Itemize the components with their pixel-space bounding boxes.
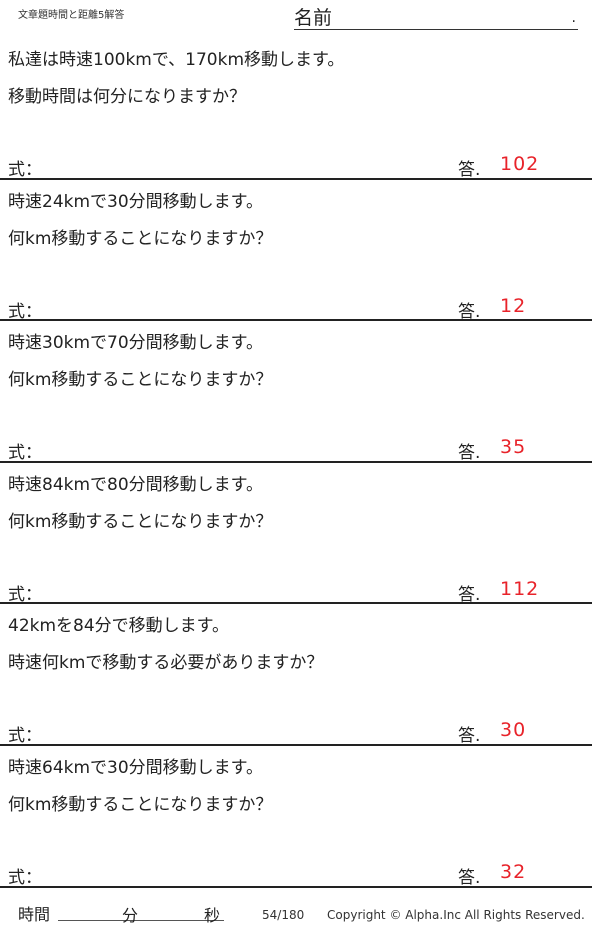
answer-label: 答. (458, 726, 481, 747)
question-line-2: 何km移動することになりますか？ (8, 795, 273, 815)
question-line-2: 時速何kmで移動する必要がありますか？ (8, 653, 324, 674)
problem-4: 時速84kmで80分間移動します。 何km移動することになりますか？ 式： 答.… (0, 463, 592, 605)
formula-label: 式： (8, 160, 42, 180)
answer-label: 答. (458, 868, 481, 888)
name-label: 名前 (294, 7, 333, 29)
question-line-2: 何km移動することになりますか？ (8, 511, 273, 532)
problem-3: 時速30kmで70分間移動します。 何km移動することになりますか？ 式： 答.… (0, 321, 592, 463)
question-line-1: 私達は時速100kmで、170km移動します。 (8, 50, 345, 70)
answer-value: 35 (500, 436, 527, 459)
answer-label: 答. (458, 443, 481, 464)
answer-value: 32 (500, 861, 527, 883)
formula-label: 式： (8, 726, 42, 747)
problem-5: 42kmを84分で移動します。 時速何kmで移動する必要がありますか？ 式： 答… (0, 604, 592, 746)
name-field[interactable]: 名前. (294, 6, 578, 30)
copyright: Copyright © Alpha.Inc All Rights Reserve… (327, 908, 585, 922)
minutes-label: 分 (122, 906, 139, 925)
time-field-line[interactable] (58, 920, 224, 921)
seconds-label: 秒 (204, 906, 221, 925)
question-line-1: 時速30kmで70分間移動します。 (8, 333, 263, 354)
problem-1: 私達は時速100kmで、170km移動します。 移動時間は何分になりますか？ 式… (0, 38, 592, 180)
answer-value: 12 (500, 294, 527, 317)
name-dot: . (571, 10, 576, 26)
question-line-2: 移動時間は何分になりますか？ (8, 87, 246, 107)
time-label: 時間 (18, 905, 51, 924)
question-line-1: 時速84kmで80分間移動します。 (8, 474, 263, 495)
formula-label: 式： (8, 301, 42, 322)
question-line-2: 何km移動することになりますか？ (8, 228, 273, 249)
worksheet-title: 文章題時間と距離5解答 (18, 10, 125, 21)
formula-label: 式： (8, 443, 42, 464)
answer-label: 答. (458, 301, 481, 322)
answer-value: 30 (500, 719, 527, 742)
question-line-1: 42kmを84分で移動します。 (8, 616, 229, 637)
formula-label: 式： (8, 868, 42, 888)
answer-value: 112 (500, 577, 540, 600)
answer-value: 102 (500, 153, 540, 175)
answer-label: 答. (458, 584, 481, 605)
question-line-2: 何km移動することになりますか？ (8, 370, 273, 391)
page-number: 54/180 (262, 908, 305, 922)
question-line-1: 時速64kmで30分間移動します。 (8, 758, 263, 778)
problem-6: 時速64kmで30分間移動します。 何km移動することになりますか？ 式： 答.… (0, 746, 592, 888)
answer-label: 答. (458, 160, 481, 180)
formula-label: 式： (8, 584, 42, 605)
question-line-1: 時速24kmで30分間移動します。 (8, 191, 263, 212)
problem-2: 時速24kmで30分間移動します。 何km移動することになりますか？ 式： 答.… (0, 180, 592, 322)
